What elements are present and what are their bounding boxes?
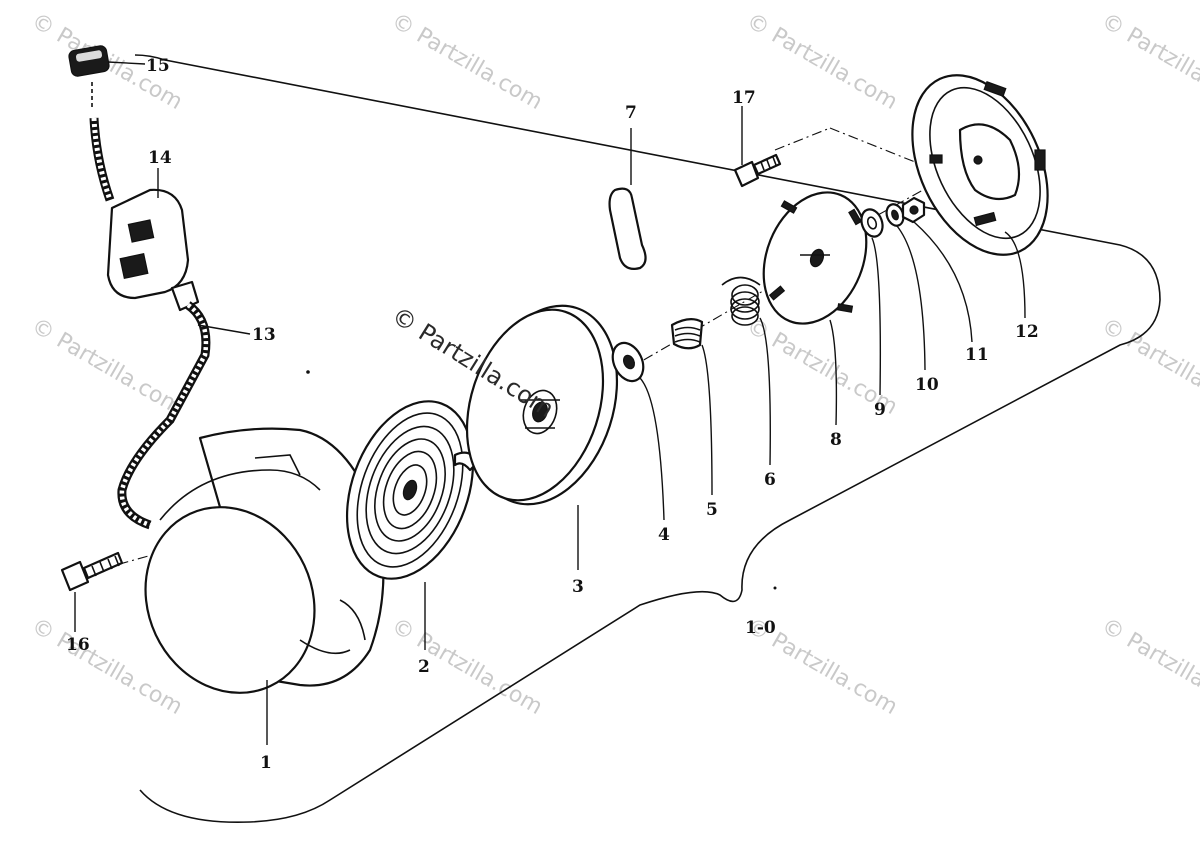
assembly-label: 1-0 — [745, 618, 776, 638]
part-8-friction-plate — [762, 191, 868, 325]
assembly-bracket — [134, 54, 1161, 824]
callout-14: 14 — [148, 148, 172, 168]
part-17-screw — [733, 153, 782, 188]
callout-2: 2 — [418, 657, 430, 677]
callout-17: 17 — [732, 88, 756, 108]
callout-9: 9 — [874, 400, 886, 420]
callout-4: 4 — [658, 525, 670, 545]
callout-10: 10 — [915, 375, 939, 395]
part-3-pulley — [465, 304, 619, 506]
part-4-washer — [611, 341, 645, 383]
watermark-tile: © Partzilla.com — [1097, 9, 1200, 116]
part-10-lockwasher — [885, 203, 905, 227]
callout-12: 12 — [1015, 322, 1039, 342]
stray-dot — [773, 586, 777, 590]
callout-11: 11 — [965, 345, 989, 365]
part-16-bolt — [60, 551, 124, 592]
part-13-starter-rope — [117, 301, 211, 530]
part-9-washer — [860, 208, 884, 238]
part-2-recoil-spring — [345, 400, 480, 580]
watermark-tile: © Partzilla.com — [27, 314, 187, 421]
callout-1: 1 — [260, 753, 272, 773]
part-14-starter-handle — [89, 117, 200, 312]
part-11-nut — [901, 196, 926, 224]
watermark-tile: © Partzilla.com — [1097, 614, 1200, 721]
callout-3: 3 — [572, 577, 584, 597]
part-5-small-spring — [670, 318, 704, 350]
leader-lines — [74, 61, 1026, 745]
callout-15: 15 — [146, 56, 170, 76]
watermark-tile: © Partzilla.com — [742, 9, 902, 116]
part-15-handle-insert — [68, 45, 110, 77]
callout-6: 6 — [764, 470, 776, 490]
watermark-tile: © Partzilla.com — [387, 614, 547, 721]
part-1-starter-housing — [144, 427, 385, 694]
callout-13: 13 — [252, 325, 276, 345]
part-6-friction-spring — [721, 276, 761, 326]
callout-7: 7 — [625, 103, 637, 123]
callout-8: 8 — [830, 430, 842, 450]
stray-dot — [306, 370, 310, 374]
callout-16: 16 — [66, 635, 90, 655]
callout-5: 5 — [706, 500, 718, 520]
callout-labels: 1 2 3 4 5 6 7 8 9 10 11 12 13 14 15 16 1… — [66, 56, 1039, 773]
part-12-starter-cup — [911, 74, 1049, 256]
part-7-pawl — [608, 187, 647, 270]
watermark-tile: © Partzilla.com — [387, 9, 547, 116]
